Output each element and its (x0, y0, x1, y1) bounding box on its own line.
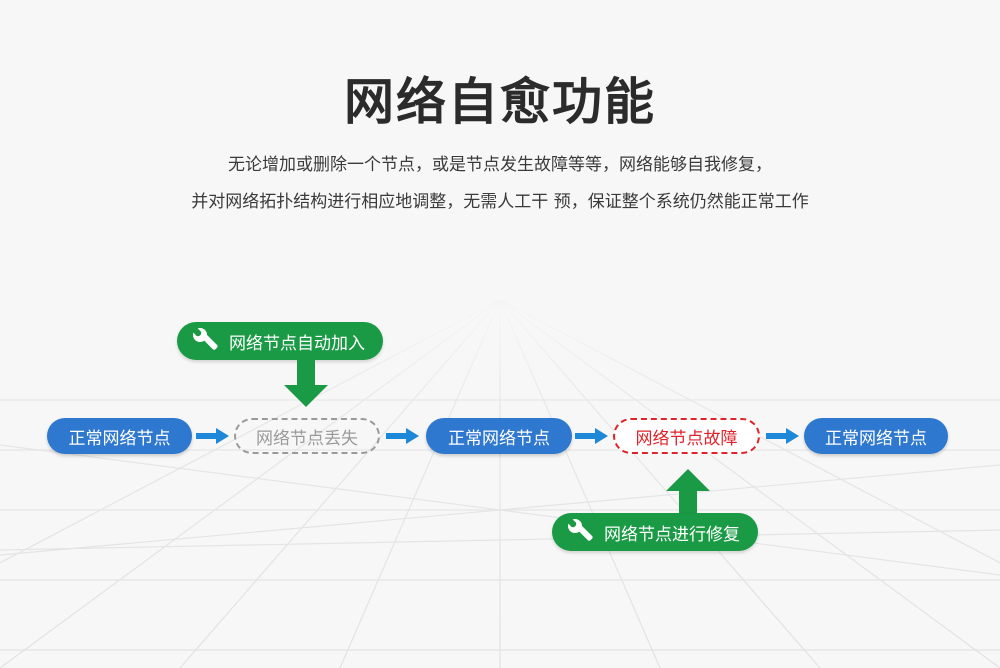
wrench-icon (192, 327, 218, 350)
event-label: 网络节点进行修复 (604, 524, 740, 545)
arrow-right-icon (575, 428, 608, 444)
wrench-icon (567, 518, 593, 541)
event-label: 网络节点自动加入 (229, 333, 365, 354)
arrow-right-icon (196, 428, 229, 444)
page-title: 网络自愈功能 (344, 73, 656, 131)
flow-node-label: 正常网络节点 (448, 428, 550, 449)
flow-node-lost: 网络节点丢失 (234, 418, 380, 454)
arrow-up-icon (666, 469, 710, 517)
arrow-right-icon (766, 428, 799, 444)
flow-node-fault: 网络节点故障 (613, 418, 760, 454)
arrow-down-icon (284, 359, 328, 407)
flow-node-normal-1: 正常网络节点 (47, 418, 192, 454)
description-line-2: 并对网络拓扑结构进行相应地调整，无需人工干 预，保证整个系统仍然能正常工作 (191, 192, 809, 212)
description-line-1: 无论增加或删除一个节点，或是节点发生故障等等，网络能够自我修复， (228, 155, 772, 175)
flow-node-label: 网络节点丢失 (256, 428, 358, 449)
event-repair-badge: 网络节点进行修复 (552, 513, 758, 551)
flow-node-label: 正常网络节点 (825, 428, 927, 449)
event-auto-join-badge: 网络节点自动加入 (177, 322, 383, 360)
flow-node-normal-2: 正常网络节点 (426, 418, 572, 454)
arrow-right-icon (386, 428, 419, 444)
flow-node-label: 网络节点故障 (635, 428, 738, 449)
flow-node-label: 正常网络节点 (68, 428, 171, 449)
flow-node-normal-3: 正常网络节点 (804, 418, 948, 454)
